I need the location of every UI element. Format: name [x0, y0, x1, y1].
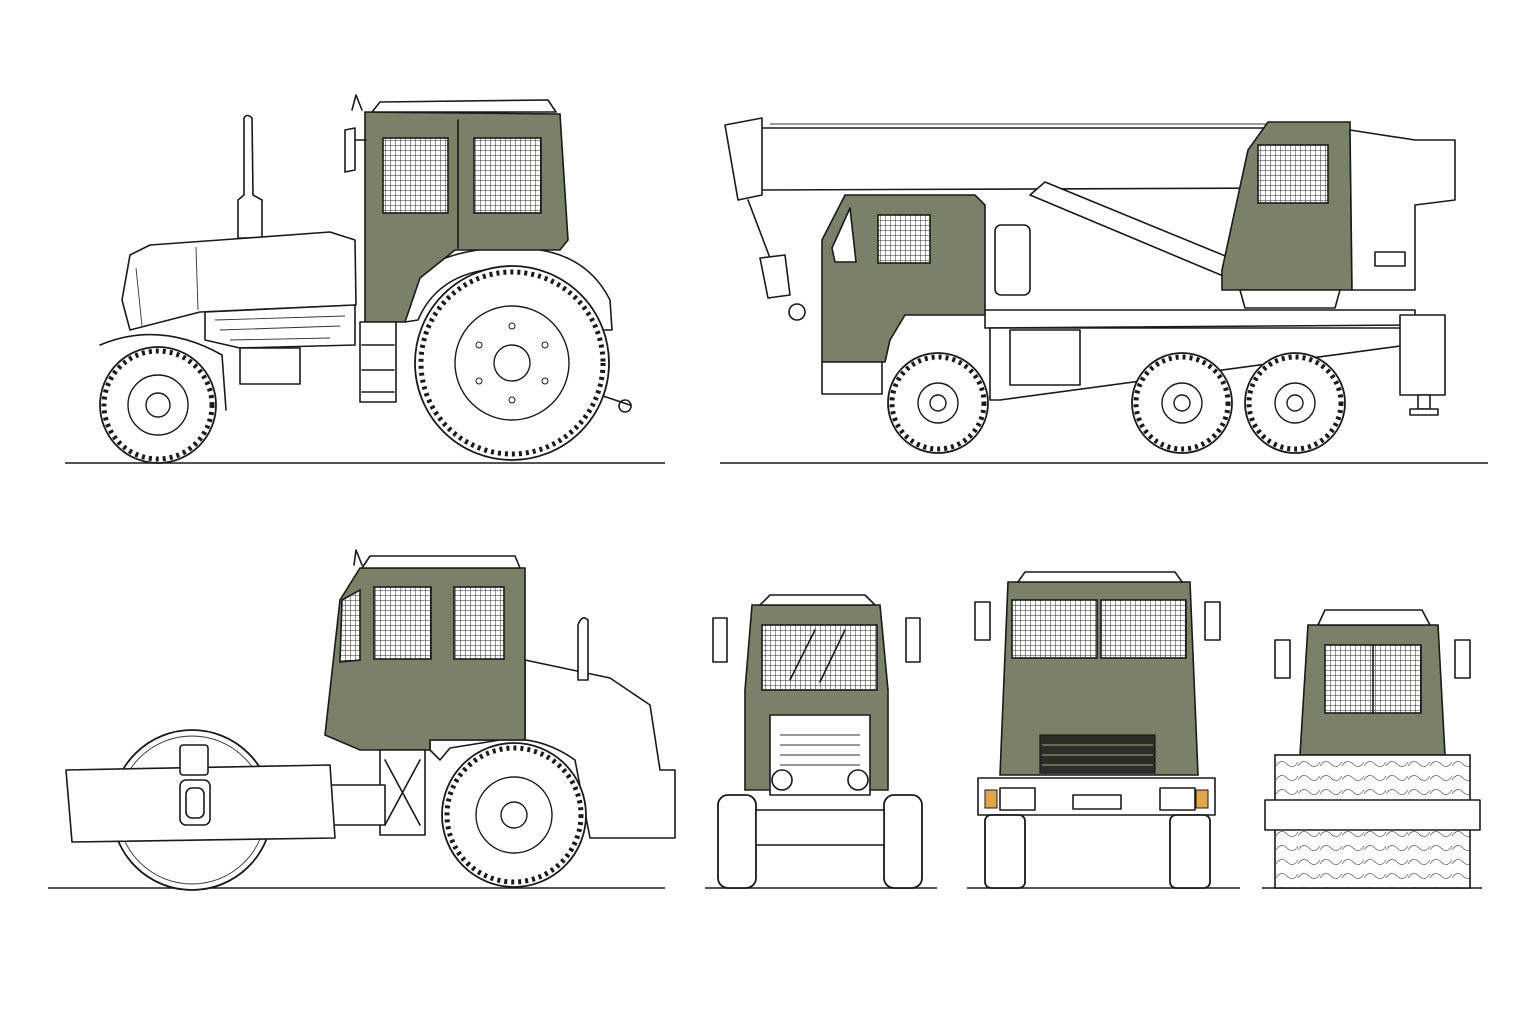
truck-crane-side-view [720, 117, 1488, 464]
tractor-drawbar [599, 394, 632, 413]
roller-exhaust [577, 617, 589, 681]
roller-front-drum-frame [1264, 799, 1481, 831]
crane-air-tank [994, 224, 1031, 296]
crane-turntable [1239, 289, 1341, 309]
tractor-front-tyre-right [883, 794, 923, 889]
crane-rear-wheel-2 [1244, 352, 1346, 454]
truck-front-windscreen-right [1100, 599, 1187, 659]
crane-hook-block [759, 254, 791, 299]
tractor-exhaust-stack [237, 114, 263, 239]
truck-front-windscreen-left [1011, 599, 1098, 659]
crane-tank [1009, 329, 1081, 386]
crane-front-wheel [887, 352, 989, 454]
crane-truck-cab [821, 194, 986, 363]
tractor-cab-roof [371, 99, 557, 113]
tractor-front-mirror-left [712, 617, 728, 663]
truck-front-grille [1039, 734, 1156, 774]
crane-boom [759, 127, 1283, 191]
truck-front-mirror-left [974, 601, 991, 641]
tractor-front-headlight-left [771, 769, 793, 791]
truck-front-view [967, 571, 1240, 889]
tractor-front-wheel [99, 346, 217, 464]
crane-rear-wheel-1 [1131, 352, 1233, 454]
crane-counterweight [1349, 129, 1456, 291]
crane-rear-outrigger [1399, 314, 1446, 416]
roller-cab-window-rear [339, 588, 361, 663]
roller-rear-wheel [441, 742, 587, 888]
crane-boom-head [724, 117, 763, 201]
tractor-front-windscreen [761, 624, 878, 691]
roller-cab-roof [361, 555, 521, 569]
roller-articulation-joint [329, 749, 426, 836]
tractor-cab-window-side [473, 137, 542, 214]
crane-cab-window [1257, 144, 1329, 204]
road-roller-side-view [48, 549, 676, 891]
crane-truck-bumper [821, 361, 883, 395]
crane-truck-windscreen [831, 207, 857, 263]
tractor-fuel-tank [239, 347, 301, 385]
roller-front-view [1262, 609, 1482, 889]
crane-luffing-cylinder [1029, 181, 1241, 279]
tractor-mirror [344, 127, 356, 173]
roller-cab-window-side [453, 586, 505, 660]
tractor-front-fender [99, 333, 227, 411]
truck-front-mirror-right [1204, 601, 1221, 641]
truck-front-lamp-right [1195, 789, 1209, 809]
roller-front-mirror-left [1274, 639, 1291, 679]
truck-front-tyre-left [984, 814, 1026, 889]
crane-truck-cab-window [877, 214, 931, 264]
tractor-rear-wheel [414, 265, 610, 461]
truck-front-lamp-left [984, 789, 998, 809]
tractor-front-view [705, 594, 937, 889]
truck-front-tyre-right [1169, 814, 1211, 889]
roller-front-mirror-right [1454, 639, 1471, 679]
tractor-front-headlight-right [847, 769, 869, 791]
crane-hook [788, 303, 806, 321]
tractor-front-tyre-left [717, 794, 757, 889]
tractor-side-view [65, 94, 665, 464]
truck-front-number-plate [1072, 794, 1122, 810]
tractor-cab-window-front [382, 137, 449, 214]
tractor-engine-block [204, 304, 356, 349]
roller-cab-window-front [373, 586, 432, 660]
tractor-front-mirror-right [905, 617, 921, 663]
roller-engine-hood [429, 659, 676, 839]
tractor-cab-steps [359, 321, 397, 403]
tractor-hood [121, 231, 357, 331]
crane-chassis-deck [984, 309, 1416, 329]
